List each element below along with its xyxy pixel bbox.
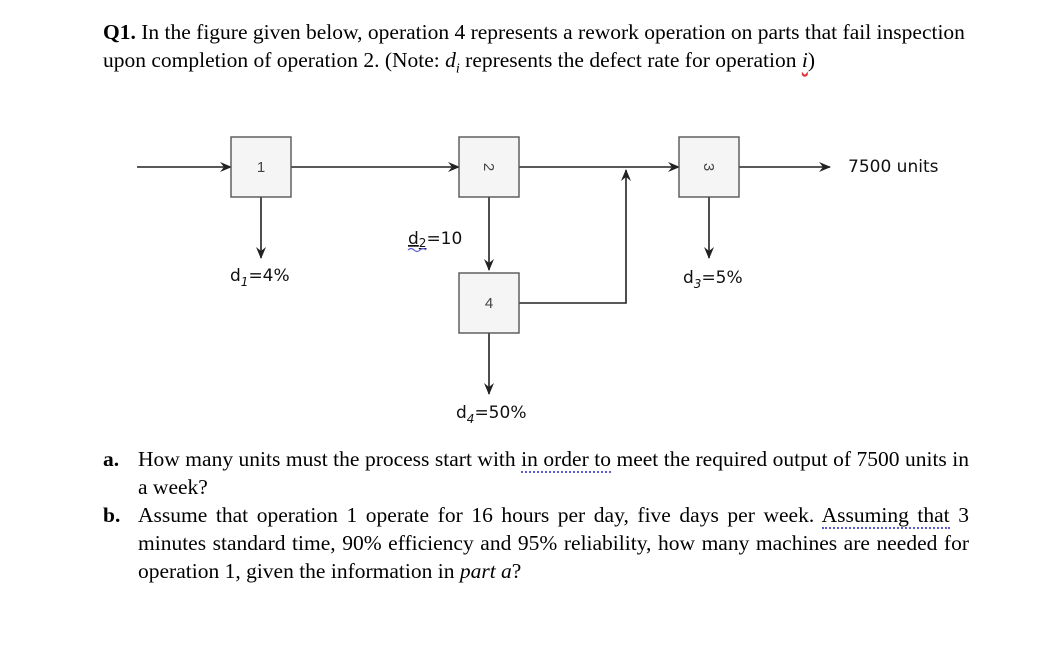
question-text-a: In the figure given below, operation 4 r… xyxy=(103,20,965,72)
operation-variable: i xyxy=(801,48,808,72)
part-a-text: How many units must the process start wi… xyxy=(138,447,970,499)
operation-4-box xyxy=(458,272,520,334)
part-b-letter: b. xyxy=(103,503,121,527)
operation-3-label: 3 xyxy=(700,163,717,171)
operation-3-box xyxy=(678,136,740,198)
defect-subscript: i xyxy=(455,61,460,77)
rework-return-path xyxy=(519,169,631,304)
defect-label-3: d3=5% xyxy=(683,268,743,291)
operation-4-label: 4 xyxy=(485,295,493,312)
defect-variable: d xyxy=(445,48,456,72)
operation-2-box xyxy=(458,136,520,198)
defect-label-4: d4=50% xyxy=(456,403,526,426)
sub-questions: a. How many units must the process start… xyxy=(103,445,969,585)
part-b: b. Assume that operation 1 operate for 1… xyxy=(103,501,969,585)
defect-label-1: d1=4% xyxy=(230,266,290,289)
operation-2-label: 2 xyxy=(480,163,497,171)
operation-1-box xyxy=(230,136,292,198)
question-text-c: ) xyxy=(807,48,815,72)
question-text: Q1. In the figure given below, operation… xyxy=(103,18,983,83)
question-number: Q1. xyxy=(103,20,136,44)
part-a-letter: a. xyxy=(103,447,120,471)
operation-1-label: 1 xyxy=(257,159,265,176)
spellcheck-underline xyxy=(407,247,427,253)
question-text-b: represents the defect rate for operation xyxy=(459,48,802,72)
output-label: 7500 units xyxy=(848,157,939,177)
part-a: a. How many units must the process start… xyxy=(103,445,969,501)
part-b-text: Assume that operation 1 operate for 16 h… xyxy=(138,503,969,583)
defect-label-2: d2=10 xyxy=(408,229,462,250)
